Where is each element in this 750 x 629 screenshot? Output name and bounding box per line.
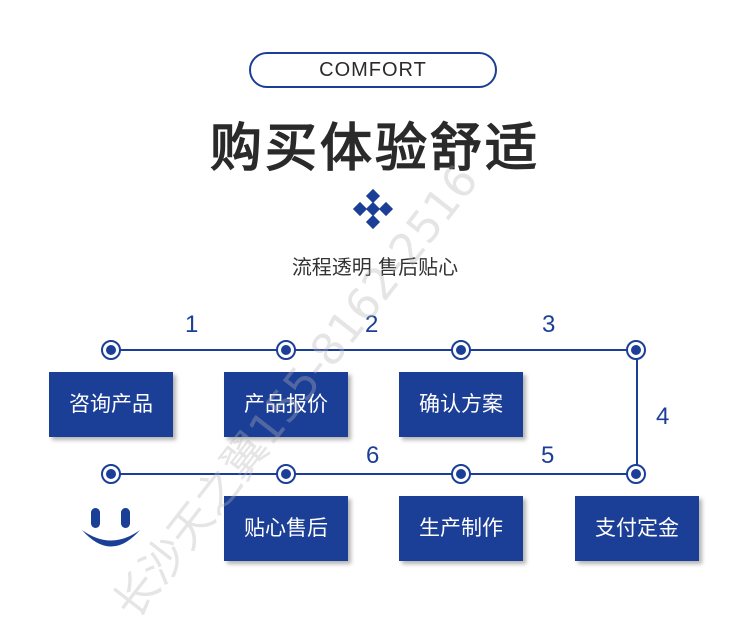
page-title: 购买体验舒适 (209, 119, 540, 179)
step-box-quote: 产品报价 (224, 372, 348, 437)
step-number-6: 6 (366, 442, 380, 469)
timeline-node (276, 464, 296, 484)
subtitle: 流程透明 售后贴心 (291, 255, 459, 279)
step-box-after-sales: 贴心售后 (224, 496, 348, 561)
step-box-deposit: 支付定金 (575, 496, 699, 561)
timeline-top (111, 349, 636, 351)
comfort-badge: COMFORT (249, 52, 497, 88)
step-box-consult: 咨询产品 (49, 372, 173, 437)
step-number-2: 2 (365, 311, 379, 338)
timeline-node (451, 340, 471, 360)
timeline-node (101, 464, 121, 484)
step-number-3: 3 (542, 311, 556, 338)
step-number-5: 5 (541, 442, 555, 469)
diamond-cluster-icon (352, 188, 394, 232)
timeline-node (101, 340, 121, 360)
step-number-4: 4 (656, 403, 670, 430)
smiley-icon (82, 508, 140, 547)
step-box-production: 生产制作 (399, 496, 523, 561)
timeline-node (626, 464, 646, 484)
timeline-node (626, 340, 646, 360)
timeline-right (636, 349, 638, 473)
step-box-confirm: 确认方案 (399, 372, 523, 437)
step-number-1: 1 (185, 311, 199, 338)
timeline-node (451, 464, 471, 484)
timeline-node (276, 340, 296, 360)
timeline-bottom (111, 473, 636, 475)
